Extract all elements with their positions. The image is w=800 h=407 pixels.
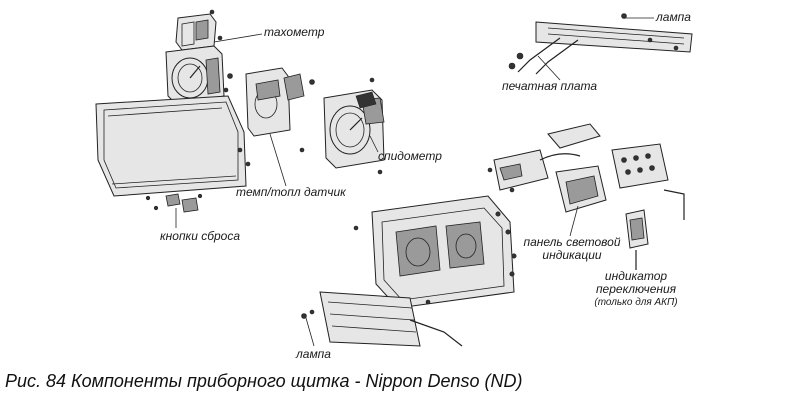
label-temp-fuel-sensor: темп/топл датчик [236,185,346,199]
lamp-block [611,143,685,220]
label-shift-indicator: индикатор переключения (только для АКП) [566,270,706,309]
printed-circuit-strip [508,13,693,75]
label-tachometer: тахометр [264,25,325,39]
label-circuit-board: печатная плата [502,79,598,93]
tachometer-gauge [165,45,233,105]
instrument-cluster-housing [353,195,517,309]
label-lamp-top: лампа [656,10,691,24]
label-shift-indicator-line2: переключения [595,282,677,296]
label-indicator-panel-line2: индикации [542,248,602,262]
temp-fuel-gauge [245,67,315,153]
reset-buttons-part [145,193,203,213]
figure-caption: Рис. 84 Компоненты приборного щитка - Ni… [5,371,523,391]
speedometer-gauge [323,77,385,175]
lower-lamp-strip [301,291,463,347]
label-indicator-panel: панель световой индикации [512,236,632,262]
label-shift-indicator-line1: индикатор [604,269,668,283]
label-indicator-panel-line1: панель световой [523,235,621,249]
label-lamp-bottom: лампа [296,347,331,361]
indicator-panel-assembly [487,123,607,213]
tachometer-bracket [175,9,223,51]
instrument-cluster-lens [95,95,251,197]
label-speedometer: спидометр [378,149,442,163]
label-reset-buttons: кнопки сброса [160,229,240,243]
label-shift-indicator-line3: (только для АКП) [594,297,678,308]
leader-lines [175,17,654,347]
